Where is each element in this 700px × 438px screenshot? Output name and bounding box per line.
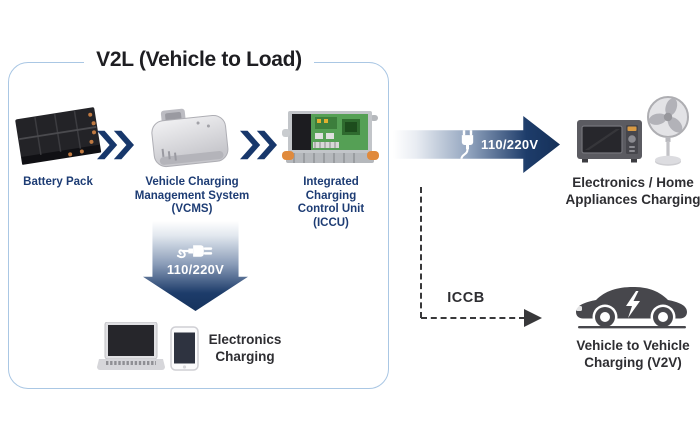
iccu-icon (282, 101, 379, 178)
iccb-dashed-line-horizontal (421, 317, 525, 319)
appliances-charging-label: Electronics / Home Appliances Charging (565, 175, 700, 207)
v2v-charging-label: Vehicle to Vehicle Charging (V2V) (576, 338, 690, 370)
vcms-icon (144, 102, 236, 181)
laptop-icon (97, 321, 165, 377)
iccb-dashed-line-vertical (420, 187, 422, 318)
chevron-right-icon (97, 130, 134, 165)
fan-icon (644, 96, 692, 173)
vcms-label: Vehicle Charging Management System (VCMS… (134, 176, 250, 215)
iccb-label: ICCB (447, 290, 485, 306)
battery-pack-label: Battery Pack (23, 176, 93, 188)
iccb-arrowhead-icon (524, 309, 542, 327)
voltage-label: 110/220V (166, 262, 225, 277)
panel-title-text: V2L (Vehicle to Load) (84, 48, 314, 72)
battery-pack-icon (13, 98, 103, 177)
electronics-charging-label: Electronics Charging (208, 332, 282, 364)
panel-title: V2L (Vehicle to Load) (8, 48, 390, 72)
iccu-label: Integrated Charging Control Unit (ICCU) (297, 176, 365, 229)
car-icon (572, 280, 692, 337)
microwave-icon (576, 117, 643, 169)
plug-icon (459, 128, 476, 167)
smartphone-icon (170, 326, 199, 376)
voltage-label: 110/220V (481, 137, 539, 152)
plug-icon (175, 241, 217, 266)
appliance-arrow: 110/220V (393, 116, 560, 173)
chevron-right-icon (240, 130, 277, 165)
